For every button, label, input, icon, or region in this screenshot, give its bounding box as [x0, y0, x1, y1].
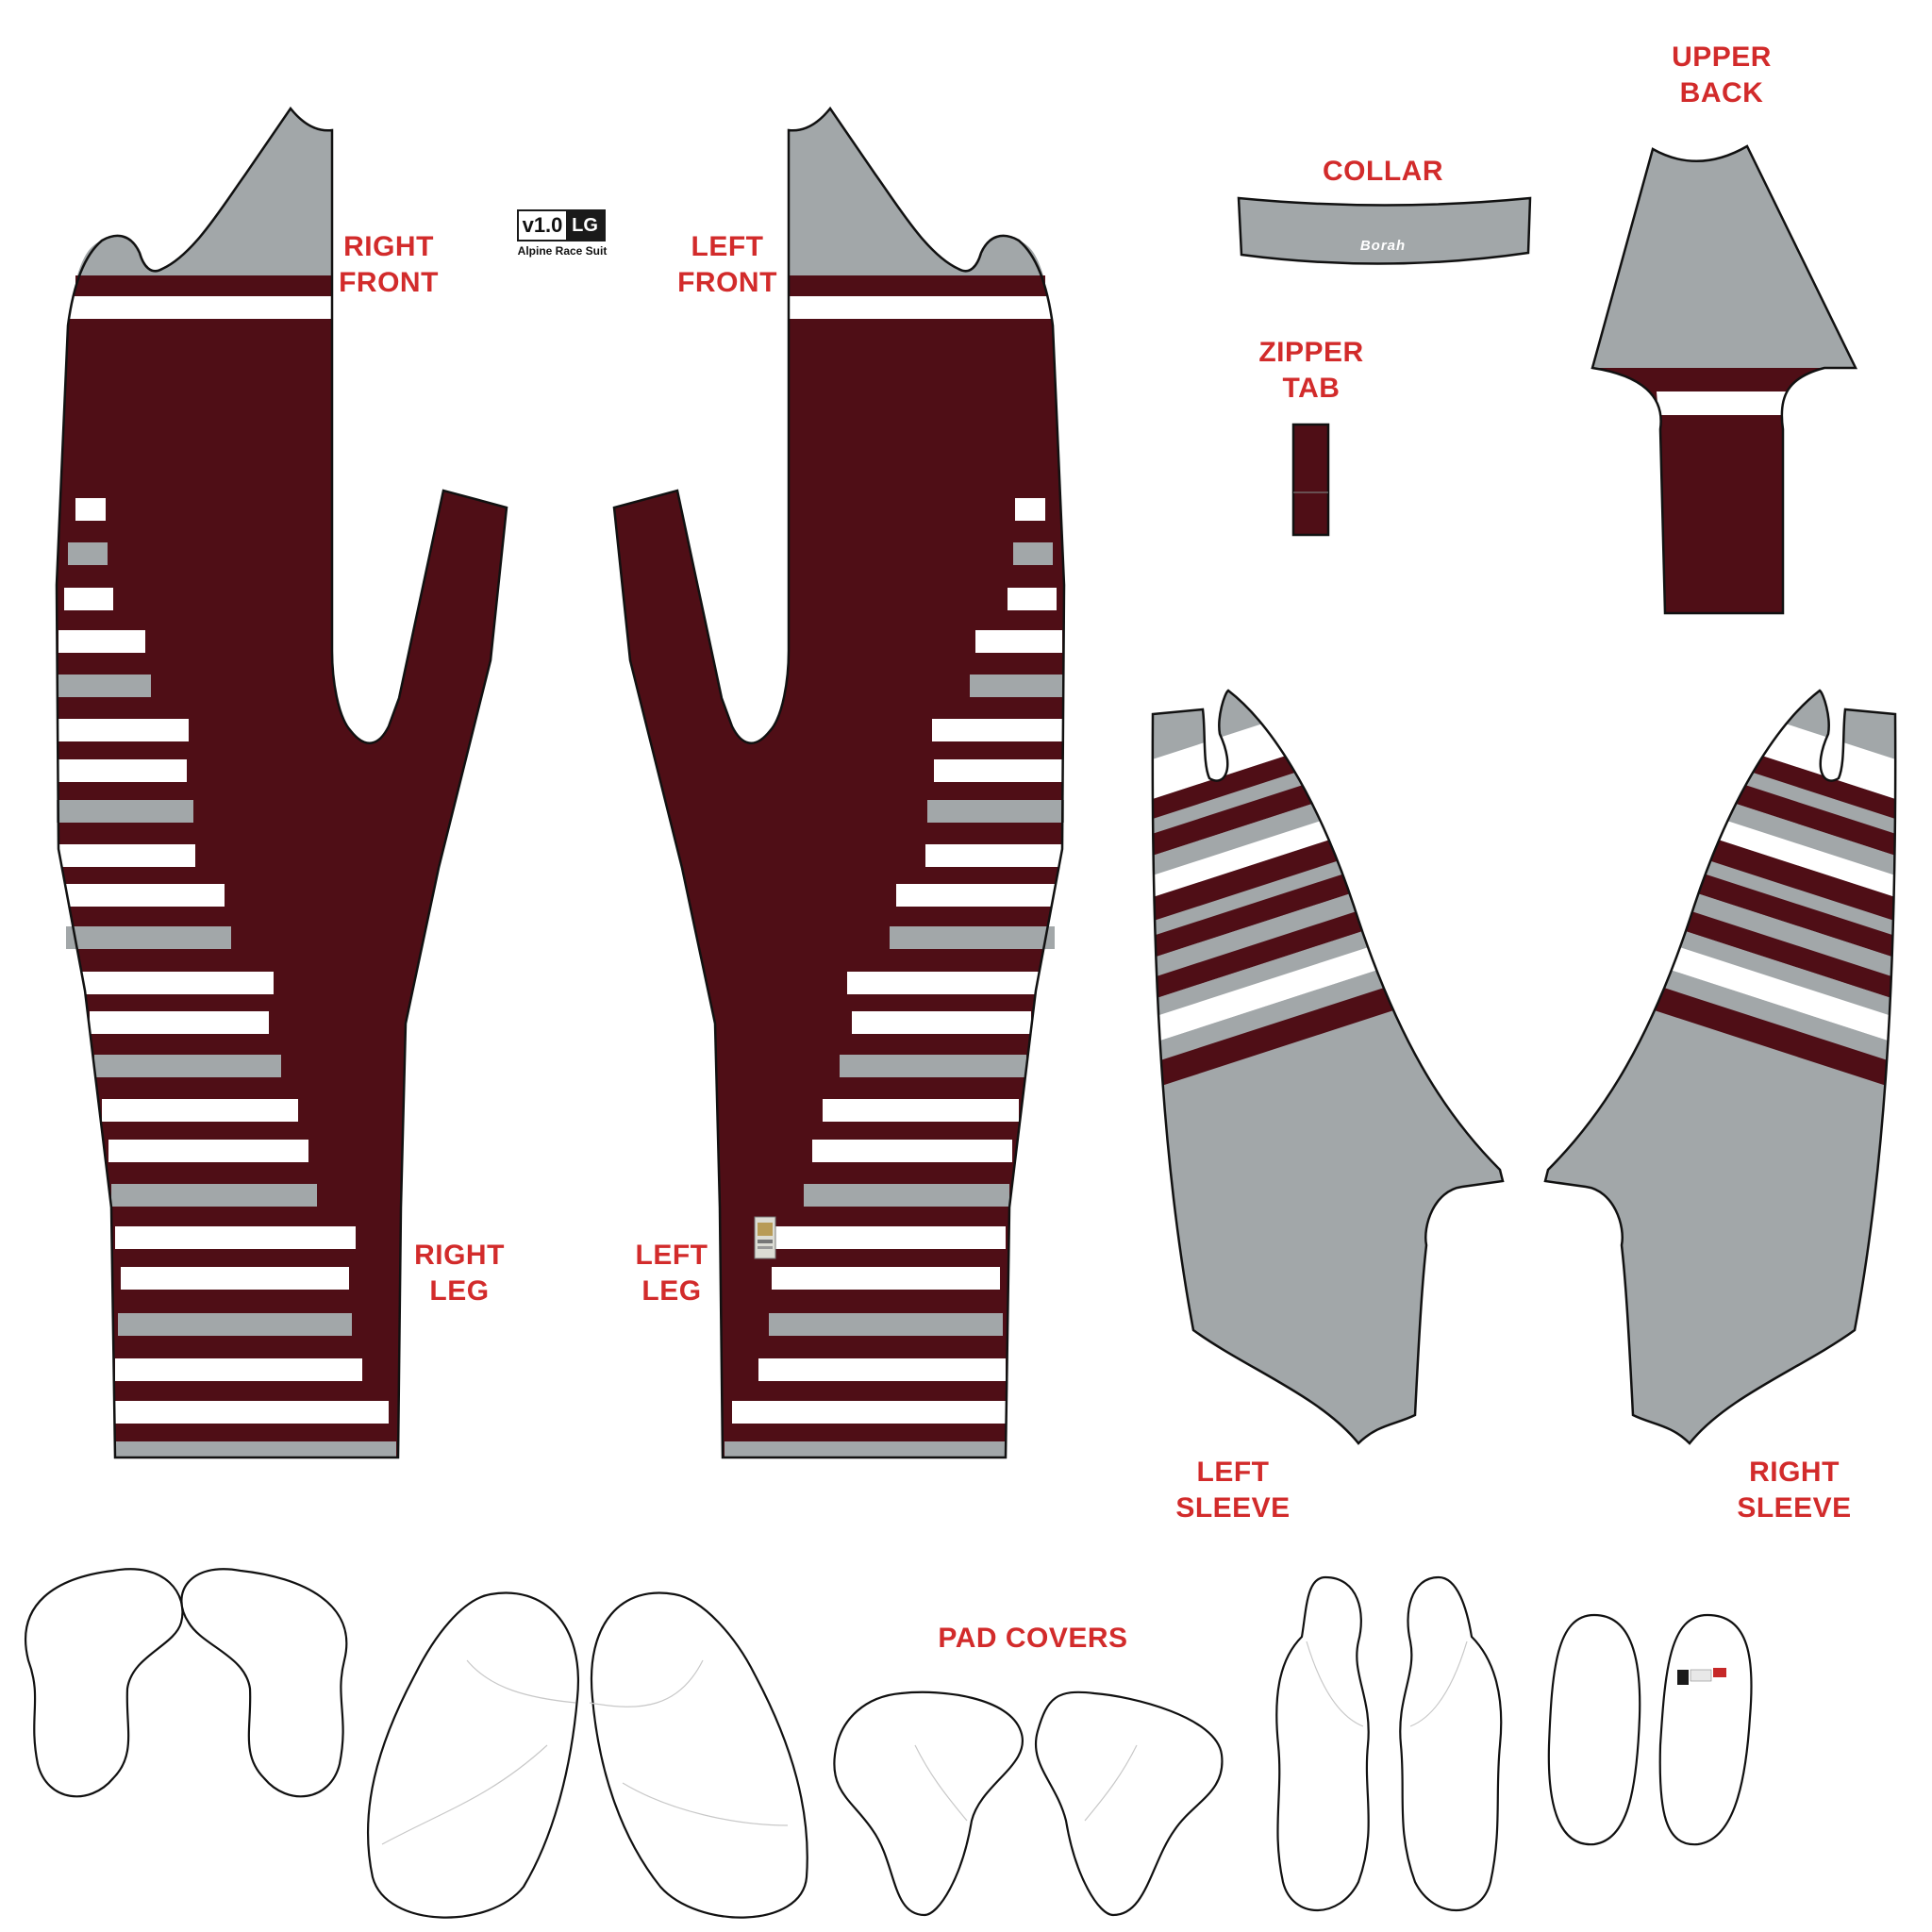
- version-number: v1.0: [519, 211, 566, 240]
- upper-back-panel: [1591, 144, 1858, 615]
- left-front-panel: [612, 106, 1066, 1459]
- pad-cover-oval-right: [590, 1591, 808, 1919]
- label-left-sleeve: LEFT SLEEVE: [1175, 1457, 1291, 1524]
- zipper-tab-panel: [1291, 423, 1330, 537]
- pad-cover-tri-right: [1035, 1690, 1224, 1917]
- label-upper-back: UPPER BACK: [1672, 42, 1772, 108]
- label-right-leg: RIGHT LEG: [414, 1240, 505, 1307]
- label-collar: COLLAR: [1323, 156, 1443, 187]
- pad-cover-egg-left: [1547, 1613, 1641, 1846]
- version-tag: v1.0 LG Alpine Race Suit: [517, 209, 608, 258]
- right-sleeve-panel: [1543, 689, 1897, 1445]
- product-name: Alpine Race Suit: [517, 244, 608, 258]
- version-badge: v1.0 LG: [517, 209, 606, 242]
- pad-cover-kidney-right: [180, 1568, 348, 1798]
- collar-panel: [1237, 196, 1532, 265]
- pad-cover-long-left: [1275, 1575, 1370, 1912]
- right-front-panel: [55, 106, 508, 1459]
- label-right-sleeve: RIGHT SLEEVE: [1737, 1457, 1852, 1524]
- pad-cover-egg-right: [1658, 1613, 1753, 1846]
- label-left-leg: LEFT LEG: [635, 1240, 708, 1307]
- pad-cover-tri-left: [833, 1690, 1024, 1917]
- pad-cover-kidney-left: [25, 1568, 184, 1798]
- pad-cover-oval-left: [366, 1591, 580, 1919]
- pad-cover-long-right: [1399, 1575, 1503, 1912]
- pad-size-label: [1677, 1668, 1726, 1685]
- pad-covers: [25, 1568, 1753, 1919]
- version-size: LG: [566, 211, 604, 240]
- certification-tag: [754, 1216, 776, 1259]
- label-right-front: RIGHT FRONT: [339, 231, 439, 298]
- left-sleeve-panel: [1151, 689, 1505, 1445]
- label-pad-covers: PAD COVERS: [938, 1623, 1128, 1654]
- label-left-front: LEFT FRONT: [677, 231, 777, 298]
- collar-brand-logo: Borah: [1359, 238, 1407, 254]
- label-zipper-tab: ZIPPER TAB: [1258, 337, 1364, 404]
- pad-guide-lines: [381, 1641, 1468, 1845]
